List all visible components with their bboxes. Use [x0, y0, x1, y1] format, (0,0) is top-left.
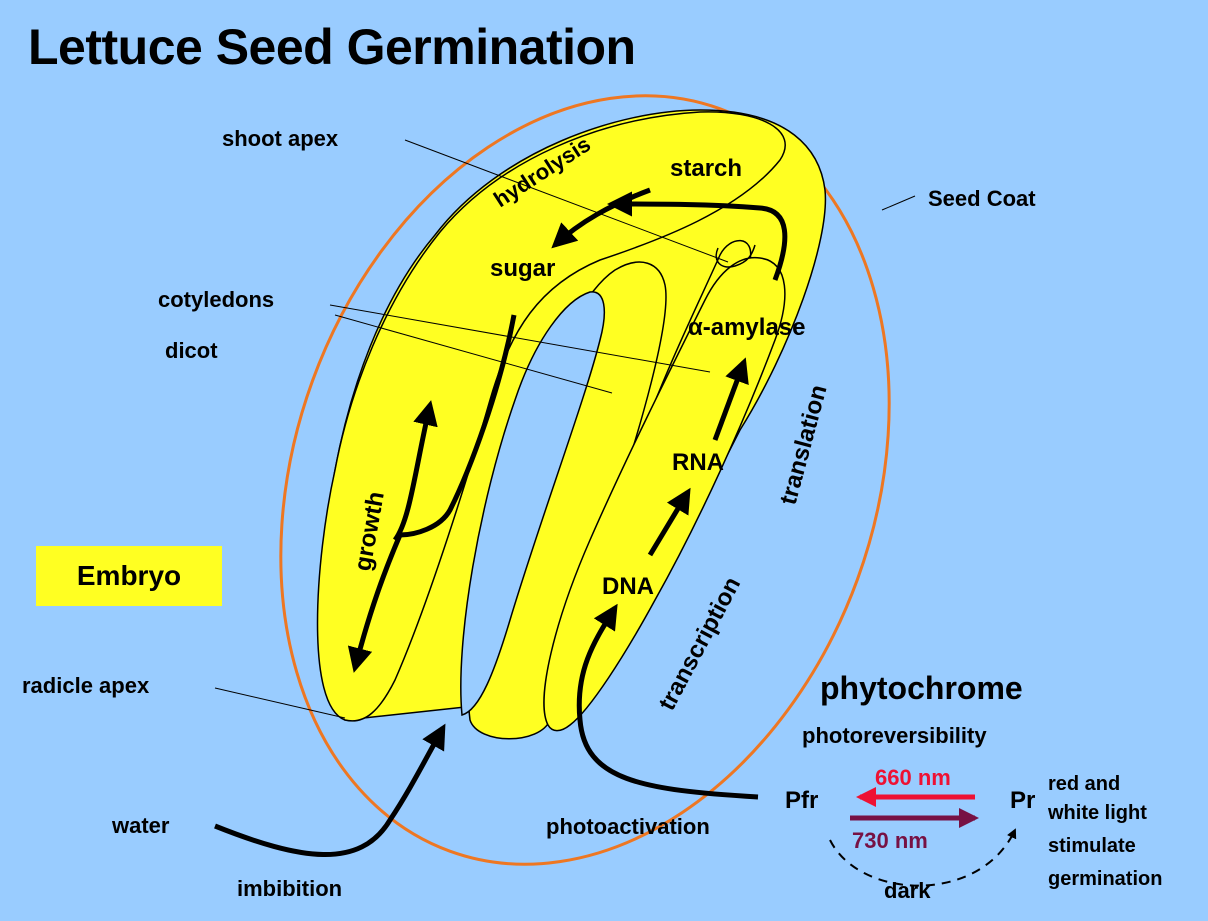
alpha-amylase-label: α-amylase — [688, 314, 806, 341]
red-white-line-4: germination — [1048, 868, 1162, 890]
embryo-label: Embryo — [77, 560, 181, 592]
starch-label: starch — [670, 155, 742, 182]
translation-label: translation — [775, 382, 833, 507]
red-white-line-1: red and — [1048, 773, 1120, 795]
dna-label: DNA — [602, 573, 654, 600]
phytochrome-label: phytochrome — [820, 670, 1023, 706]
photoreversibility-label: photoreversibility — [802, 723, 987, 748]
shoot-apex-label: shoot apex — [222, 126, 339, 151]
photoactivation-label: photoactivation — [546, 814, 710, 839]
transcription-label: transcription — [653, 573, 746, 715]
water-label: water — [111, 813, 170, 838]
imbibition-label: imbibition — [237, 876, 342, 901]
seed-coat-pointer — [882, 196, 915, 210]
seed-coat-label: Seed Coat — [928, 186, 1036, 211]
sugar-label: sugar — [490, 255, 555, 282]
nm660-label: 660 nm — [875, 765, 951, 790]
pr-label: Pr — [1010, 787, 1035, 814]
nm730-label: 730 nm — [852, 828, 928, 853]
rna-label: RNA — [672, 449, 724, 476]
dark-label: dark — [884, 878, 931, 903]
dicot-label: dicot — [165, 338, 218, 363]
cotyledons-label: cotyledons — [158, 287, 274, 312]
radicle-apex-label: radicle apex — [22, 673, 150, 698]
red-white-line-2: white light — [1047, 802, 1147, 824]
pfr-label: Pfr — [785, 787, 818, 814]
embryo-label-box: Embryo — [36, 546, 222, 606]
red-white-line-3: stimulate — [1048, 835, 1136, 857]
